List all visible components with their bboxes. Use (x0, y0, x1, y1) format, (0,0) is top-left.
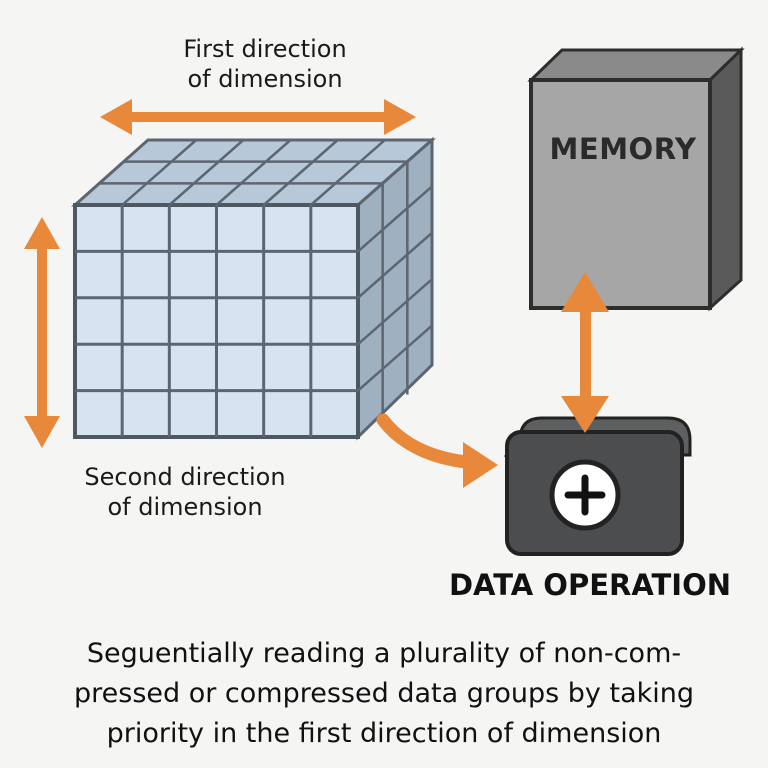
data-cube (71, 136, 436, 441)
cube-top-grid-line (121, 139, 197, 206)
second-direction-label: Second direction of dimension (50, 462, 320, 522)
data-operation-block (503, 416, 692, 556)
caption-line-2: pressed or compressed data groups by tak… (74, 678, 694, 709)
second-direction-label-line2: of dimension (107, 493, 263, 521)
cube-top-grid-line (310, 139, 386, 206)
cube-to-operation-arrow (376, 413, 498, 488)
cube-top-grid-line (168, 139, 245, 206)
arrows (24, 99, 609, 488)
memory-operation-arrow (561, 272, 609, 433)
caption-line-3: priority in the first direction of dimen… (106, 718, 662, 749)
cube-top-grid-line (215, 139, 292, 206)
caption-line-1: Seguentially reading a plurality of non-… (86, 638, 682, 669)
first-direction-label: First direction of dimension (140, 34, 390, 94)
cube-side-grid-line (357, 324, 433, 392)
caption: Seguentially reading a plurality of non-… (20, 634, 748, 754)
first-direction-label-line1: First direction (183, 35, 347, 63)
data-operation-label: DATA OPERATION (448, 568, 732, 602)
memory-block (527, 46, 745, 312)
cube-grid-lines (75, 139, 433, 437)
second-direction-arrow (24, 217, 60, 448)
memory-top-face (527, 48, 745, 82)
plus-icon-glyph (564, 474, 606, 516)
first-direction-label-line2: of dimension (187, 65, 343, 93)
cube-side-grid-line (357, 231, 433, 299)
cube-top-grid-line (262, 139, 339, 206)
cube-side-grid-line (357, 185, 433, 253)
memory-front-face (529, 78, 712, 310)
memory-side-face (708, 46, 743, 312)
cube-side-grid-line (357, 278, 433, 346)
memory-label: MEMORY (549, 132, 697, 166)
second-direction-label-line1: Second direction (84, 463, 286, 491)
first-direction-arrow (100, 99, 416, 135)
